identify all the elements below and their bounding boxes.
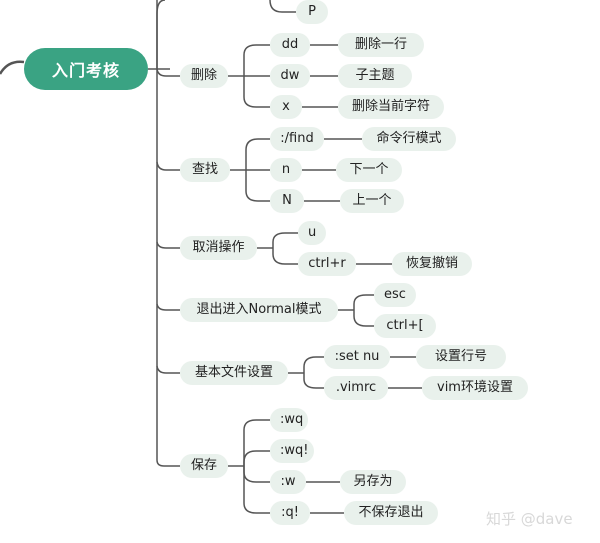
node-ctrl-bracket[interactable]: ctrl+[ [374,314,436,338]
node-n[interactable]: n [270,158,302,182]
leaf-delete-line[interactable]: 删除一行 [338,33,424,57]
leaf-vim-env[interactable]: vim环境设置 [422,376,528,400]
leaf-save-as[interactable]: 另存为 [340,470,406,494]
leaf-redo[interactable]: 恢复撤销 [392,252,472,276]
leaf-quit-no-save[interactable]: 不保存退出 [344,501,438,525]
node-w[interactable]: :w [270,470,306,494]
node-q-force[interactable]: :q! [270,501,310,525]
leaf-cmdline-mode[interactable]: 命令行模式 [362,127,456,151]
node-find-cmd[interactable]: :/find [270,127,324,151]
node-vimrc[interactable]: .vimrc [324,376,388,400]
branch-find[interactable]: 查找 [180,158,230,182]
node-ctrl-r[interactable]: ctrl+r [298,252,356,276]
leaf-prev[interactable]: 上一个 [340,189,404,213]
branch-file-settings[interactable]: 基本文件设置 [180,361,288,385]
root-node[interactable]: 入门考核 [24,48,148,90]
node-u[interactable]: u [298,221,326,245]
node-wq[interactable]: :wq [270,408,308,432]
branch-undo[interactable]: 取消操作 [180,236,257,260]
branch-delete[interactable]: 删除 [180,64,228,88]
node-dw[interactable]: dw [270,64,310,88]
node-dd[interactable]: dd [270,33,310,57]
branch-save[interactable]: 保存 [180,454,228,478]
branch-normal-mode[interactable]: 退出进入Normal模式 [180,298,338,322]
node-wq-force[interactable]: :wq! [270,439,314,463]
node-esc[interactable]: esc [374,283,416,307]
node-x[interactable]: x [270,95,302,119]
leaf-line-numbers[interactable]: 设置行号 [416,345,506,369]
leaf-next[interactable]: 下一个 [336,158,402,182]
node-top-partial[interactable]: P [296,0,328,24]
leaf-subtopic[interactable]: 子主题 [338,64,412,88]
leaf-delete-char[interactable]: 删除当前字符 [338,95,444,119]
node-set-nu[interactable]: :set nu [324,345,390,369]
watermark: 知乎 @dave [486,510,573,528]
node-N[interactable]: N [270,189,304,213]
